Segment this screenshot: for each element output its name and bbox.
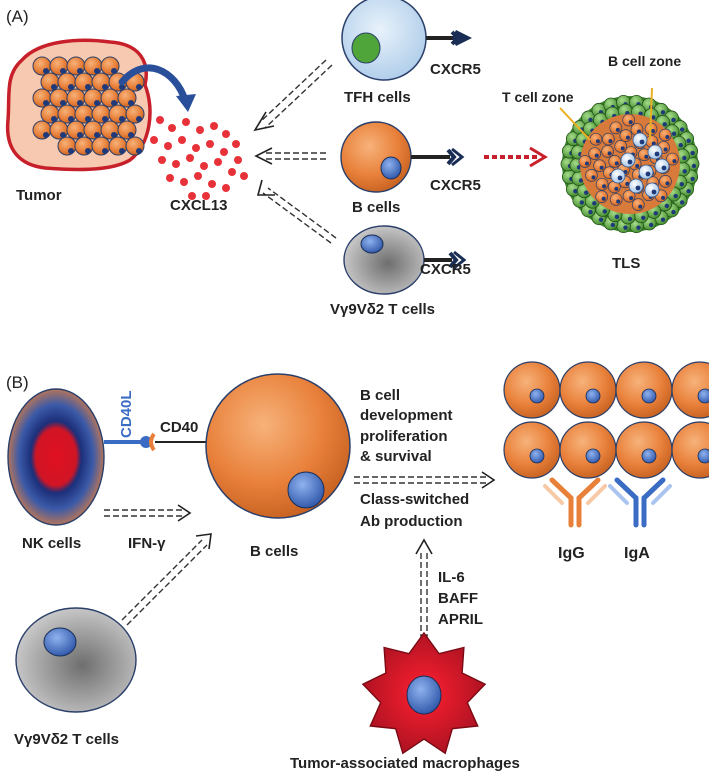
tumor-associated-macrophage — [361, 631, 487, 755]
cd40-receptor — [149, 432, 208, 452]
ifng-arrow — [104, 509, 182, 517]
ifng-label: IFN-γ — [128, 535, 166, 552]
tumor-secretion-arrow — [118, 64, 189, 104]
tls-structure — [560, 94, 700, 234]
cxcr5-label-bcell: CXCR5 — [430, 177, 481, 194]
effect-line-6: Ab production — [360, 513, 462, 530]
cxcl13-label: CXCL13 — [170, 197, 228, 214]
macrophage-to-effects-arrow — [420, 550, 428, 640]
b-cell-to-tls-arrowhead — [529, 146, 548, 168]
cytokine-baff: BAFF — [438, 590, 478, 607]
effects-text: B cell development proliferation & survi… — [360, 387, 469, 530]
arrowhead-vg9vd2 — [256, 179, 275, 196]
cxcr5-receptor-vg9vd2 — [424, 250, 467, 270]
macrophage-to-effects-arrowhead — [415, 538, 433, 555]
tfh-label: TFH cells — [344, 89, 411, 106]
bcell-to-plasma-arrowhead — [481, 471, 496, 489]
effect-line-4: & survival — [360, 448, 432, 465]
bcell-to-plasma-arrow — [354, 476, 486, 484]
cytokine-april: APRIL — [438, 611, 483, 628]
vg9vd2-cell-a — [343, 225, 425, 295]
cytokine-il6: IL-6 — [438, 569, 465, 586]
t-cell-zone-pointer — [559, 107, 591, 141]
vg9vd2-to-bcell-arrow — [121, 539, 208, 626]
cxcl13-dots — [150, 116, 248, 200]
cxcr5-receptor-bcell — [411, 147, 465, 167]
vg9vd2-label-b: Vγ9Vδ2 T cells — [14, 731, 119, 748]
cxcr5-receptor-tfh — [426, 30, 472, 46]
tumor-label: Tumor — [16, 187, 62, 204]
vg9vd2-cell-b — [15, 607, 137, 713]
iga-antibody — [608, 477, 672, 528]
t-cell-zone-label: T cell zone — [502, 89, 574, 105]
tumor-cell-cluster — [32, 56, 145, 156]
arrowhead-bcells — [254, 147, 273, 165]
nk-cell — [7, 388, 105, 526]
arrowhead-tfh — [253, 111, 275, 132]
effect-line-5: Class-switched — [360, 491, 469, 508]
b-cell-zone-label: B cell zone — [608, 53, 681, 69]
nk-cells-label: NK cells — [22, 535, 81, 552]
effect-line-3: proliferation — [360, 428, 448, 445]
cxcr5-label-tfh: CXCR5 — [430, 61, 481, 78]
effect-line-1: B cell — [360, 387, 400, 404]
cd40l-label: CD40L — [118, 390, 135, 438]
panel-a-label: (A) — [6, 7, 29, 26]
cxcr5-label-vg9vd2: CXCR5 — [420, 261, 471, 278]
tls-label: TLS — [612, 255, 640, 272]
macrophages-label: Tumor-associated macrophages — [290, 755, 520, 772]
tumor-secretion-arrowhead — [176, 94, 196, 112]
b-cell-zone-pointer — [649, 87, 653, 141]
b-cells-label-b: B cells — [250, 543, 298, 560]
tumor — [5, 38, 152, 172]
plasma-cell-grid — [503, 361, 709, 479]
ifng-arrowhead — [177, 504, 192, 522]
b-cells-label-a: B cells — [352, 199, 400, 216]
panel-b-label: (B) — [6, 373, 29, 392]
iga-label: IgA — [624, 545, 650, 562]
vg9vd2-to-bcell-arrowhead — [195, 533, 212, 550]
igg-antibody — [543, 477, 607, 528]
cd40-label: CD40 — [160, 419, 198, 436]
tfh-cell — [341, 0, 427, 81]
cd40l-ligand — [104, 436, 152, 448]
effect-line-2: development — [360, 407, 453, 424]
migration-arrows — [258, 59, 337, 244]
b-cell-b — [205, 373, 351, 519]
vg9vd2-label-a: Vγ9Vδ2 T cells — [330, 301, 435, 318]
b-cell-a — [340, 121, 412, 193]
igg-label: IgG — [558, 545, 585, 562]
